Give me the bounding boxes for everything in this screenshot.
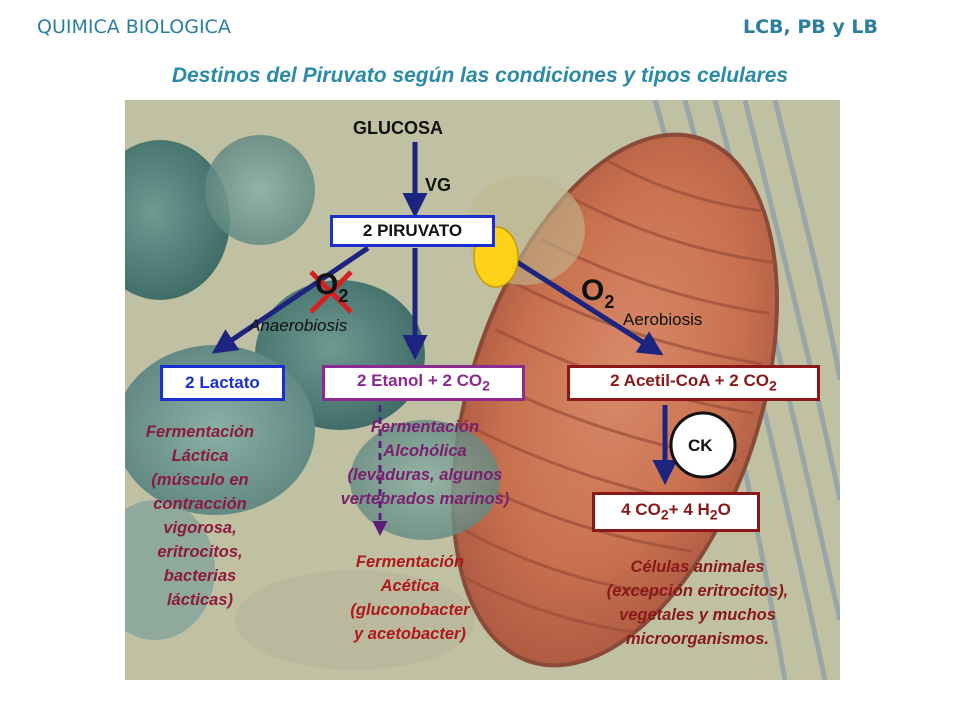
- note-line: Láctica: [171, 447, 229, 465]
- pathway-arrows: [211, 142, 737, 536]
- acetil-subscript: 2: [769, 378, 777, 395]
- final-products-box: 4 CO2+ 4 H2O: [592, 492, 760, 532]
- note-fermentacion-alcoholica: Fermentación Alcohólica (levaduras, algu…: [305, 415, 545, 511]
- no-oxygen-cross-icon: [309, 270, 353, 314]
- etanol-box: 2 Etanol + 2 CO2: [322, 365, 525, 401]
- note-line: (excepción eritrocitos),: [606, 582, 789, 600]
- note-line: microorganismos.: [625, 630, 770, 648]
- glucosa-label: GLUCOSA: [353, 118, 443, 138]
- note-line: contracción: [153, 495, 247, 513]
- o2-anaerobic-label: O2: [315, 268, 348, 307]
- lactato-box: 2 Lactato: [160, 365, 285, 401]
- etanol-text: 2 Etanol + 2 CO: [356, 371, 483, 391]
- o2-left-letter: O: [315, 268, 339, 301]
- lactato-label: 2 Lactato: [185, 373, 260, 392]
- note-line: Alcohólica: [383, 442, 467, 460]
- note-fermentacion-lactica: Fermentación Láctica (músculo en contrac…: [130, 420, 270, 612]
- final-products-label: 4 CO2+ 4 H2O: [621, 500, 731, 523]
- course-code: LCB, PB y LB: [743, 16, 878, 38]
- note-line: Fermentación: [370, 418, 480, 436]
- course-title: QUIMICA BIOLOGICA: [37, 16, 231, 38]
- note-line: Fermentación: [355, 553, 465, 571]
- o2-aerobic-label: O2: [581, 274, 614, 313]
- note-line: eritrocitos,: [157, 543, 243, 561]
- final-co2-subscript: 2: [660, 507, 669, 524]
- note-line: Fermentación: [145, 423, 255, 441]
- slide-subtitle: Destinos del Piruvato según las condicio…: [171, 64, 789, 87]
- vg-label: VG: [425, 175, 452, 195]
- final-h2o-text: + 4 H: [668, 500, 710, 520]
- aerobiosis-label: Aerobiosis: [623, 310, 703, 329]
- note-line: (levaduras, algunos: [347, 466, 503, 484]
- note-celulas: Células animales (excepción eritrocitos)…: [570, 555, 825, 651]
- note-line: vertebrados marinos): [340, 490, 510, 508]
- diagram-panel: GLUCOSA VG 2 PIRUVATO O2 Anaerobiosis O2…: [125, 100, 840, 680]
- etanol-subscript: 2: [482, 378, 491, 395]
- note-line: (gluconobacter: [350, 601, 470, 619]
- note-line: Acética: [380, 577, 440, 595]
- note-line: bacterias: [163, 567, 237, 585]
- ck-cycle-icon: [669, 411, 737, 479]
- arrow-piruvato-acetil: [493, 245, 664, 356]
- anaerobiosis-label: Anaerobiosis: [249, 316, 348, 335]
- final-co2-text: 4 CO: [621, 500, 661, 520]
- arrow-piruvato-lactato: [211, 245, 370, 354]
- piruvato-label: 2 PIRUVATO: [362, 221, 463, 240]
- o2-left-subscript: 2: [338, 286, 349, 306]
- note-line: lácticas): [166, 591, 234, 609]
- o2-right-letter: O: [581, 274, 605, 307]
- note-line: Células animales: [630, 558, 765, 576]
- acetil-text: 2 Acetil-CoA + 2 CO: [610, 371, 769, 391]
- acetil-box: 2 Acetil-CoA + 2 CO2: [567, 365, 820, 401]
- note-line: y acetobacter): [354, 625, 466, 643]
- note-line: (músculo en: [151, 471, 249, 489]
- etanol-label: 2 Etanol + 2 CO2: [357, 371, 490, 394]
- acetil-label: 2 Acetil-CoA + 2 CO2: [610, 371, 777, 394]
- ck-label: CK: [688, 436, 713, 455]
- o2-right-subscript: 2: [604, 292, 615, 312]
- note-fermentacion-acetica: Fermentación Acética (gluconobacter y ac…: [315, 550, 505, 646]
- final-o-text: O: [717, 500, 731, 520]
- note-line: vigorosa,: [163, 519, 237, 537]
- note-line: vegetales y muchos: [619, 606, 776, 624]
- piruvato-box: 2 PIRUVATO: [330, 215, 495, 247]
- final-h2o-subscript: 2: [709, 507, 718, 524]
